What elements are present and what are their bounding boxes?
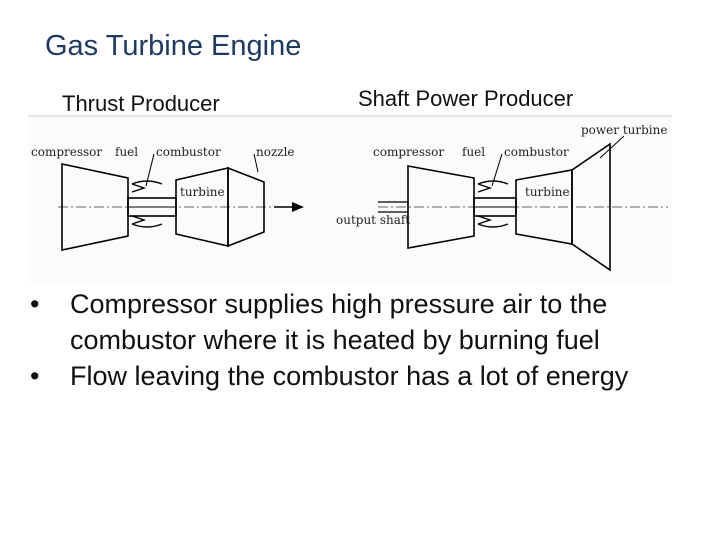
shaft-upper-flame [477,180,509,185]
output-shaft-label: output shaft [336,213,410,227]
thrust-lower-flame [131,223,163,228]
bullet-text: Compressor supplies high pressure air to… [70,289,608,355]
shaft-turbine-label: turbine [525,185,570,199]
bullet-text: Flow leaving the combustor has a lot of … [70,361,629,391]
shaft-fuel-label: fuel [462,145,485,159]
slide-title: Gas Turbine Engine [45,30,302,62]
bullet-list: • Compressor supplies high pressure air … [30,286,690,394]
thrust-lower-flame-tip [131,215,147,225]
thrust-compressor-shape [61,163,129,251]
thrust-nozzle-label: nozzle [256,145,295,159]
power-turbine-shape [571,142,611,272]
thrust-nozzle-shape [227,166,265,248]
thrust-engine-diagram: compressor fuel combustor nozzle turbine [31,145,304,251]
shaft-power-producer-heading: Shaft Power Producer [358,86,574,111]
shaft-engine-diagram: power turbine compressor fuel combustor … [336,123,668,272]
shaft-compressor-shape [407,165,475,249]
bullet-marker: • [30,289,40,319]
thrust-fuel-label: fuel [115,145,138,159]
thrust-turbine-label: turbine [180,185,225,199]
shaft-compressor-label: compressor [373,145,444,159]
exhaust-arrow-head [292,202,304,212]
engine-diagrams-figure: compressor fuel combustor nozzle turbine [28,114,672,282]
bullet-marker: • [30,361,40,391]
thrust-compressor-label: compressor [31,145,102,159]
bullet-item: • Flow leaving the combustor has a lot o… [30,358,690,394]
power-turbine-leader [599,135,625,159]
thrust-upper-flame-tip [131,183,147,193]
power-turbine-label: power turbine [581,123,667,137]
shaft-combustor-label: combustor [504,145,569,159]
thrust-nozzle-leader [253,153,259,173]
thrust-fuel-leader [145,153,155,187]
thrust-producer-heading: Thrust Producer [62,91,220,116]
shaft-lower-flame-tip [477,215,493,225]
bullet-item: • Compressor supplies high pressure air … [30,286,690,358]
shaft-lower-flame [477,223,509,228]
figure-background [28,114,672,282]
shaft-upper-flame-tip [477,183,493,193]
shaft-fuel-leader [491,153,503,187]
thrust-combustor-label: combustor [156,145,221,159]
